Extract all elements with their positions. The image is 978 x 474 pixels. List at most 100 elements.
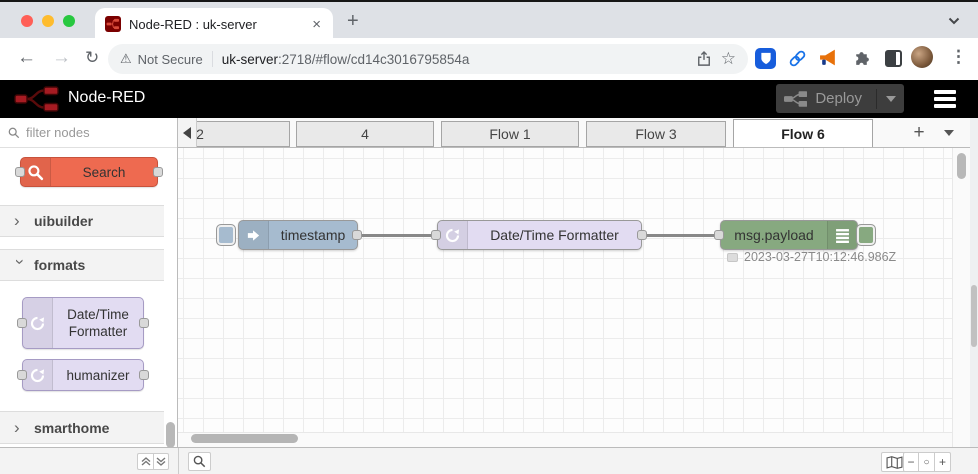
chevron-down-icon: › xyxy=(11,259,30,265)
flow-tab-flow6-active[interactable]: Flow 6 xyxy=(733,119,873,147)
palette-category-formats[interactable]: › formats xyxy=(0,249,164,281)
reload-button[interactable]: ↻ xyxy=(85,48,100,67)
node-input-port[interactable] xyxy=(714,230,724,240)
app-title: Node-RED xyxy=(68,89,146,106)
flow-tab-flow1[interactable]: Flow 1 xyxy=(441,121,579,147)
search-flows-button[interactable] xyxy=(188,452,211,471)
close-tab-icon[interactable]: × xyxy=(312,15,321,33)
flow-tab-bar: 2 4 Flow 1 Flow 3 Flow 6 + xyxy=(178,118,970,148)
deploy-label: Deploy xyxy=(815,90,863,107)
timer-icon xyxy=(23,298,53,348)
flow-tab-label: Flow 1 xyxy=(489,126,531,142)
deploy-icon xyxy=(784,90,808,107)
canvas-hscrollbar-track[interactable] xyxy=(178,432,952,447)
zoom-out-button[interactable]: − xyxy=(903,452,919,472)
flow-tab-label: 4 xyxy=(361,126,369,142)
node-output-port[interactable] xyxy=(139,370,149,380)
node-output-port[interactable] xyxy=(637,230,647,240)
zoom-reset-button[interactable]: ○ xyxy=(919,452,935,472)
address-bar[interactable]: ⚠ Not Secure uk-server:2718/#flow/cd14c3… xyxy=(108,44,748,74)
node-debug-msg-payload[interactable]: msg.payload xyxy=(720,220,858,250)
bookmark-star-button[interactable]: ☆ xyxy=(720,49,736,68)
browser-scrollbar-thumb[interactable] xyxy=(971,285,977,347)
palette-node-datetime-formatter[interactable]: Date/Time Formatter xyxy=(22,297,144,349)
palette-category-smarthome[interactable]: › smarthome xyxy=(0,411,164,444)
tab-scroll-left-button[interactable] xyxy=(178,118,197,147)
back-button[interactable]: ← xyxy=(17,47,36,68)
forward-button[interactable]: → xyxy=(52,47,71,68)
node-inject-timestamp[interactable]: timestamp xyxy=(238,220,358,250)
flow-list-caret-icon[interactable] xyxy=(944,130,954,136)
palette-node-humanizer[interactable]: humanizer xyxy=(22,359,144,391)
node-output-port[interactable] xyxy=(153,167,163,177)
palette-node-label: humanizer xyxy=(66,367,130,383)
browser-scrollbar-track[interactable] xyxy=(970,118,978,447)
node-input-port[interactable] xyxy=(15,167,25,177)
palette-scrollbar-thumb[interactable] xyxy=(166,422,175,447)
add-flow-button[interactable]: + xyxy=(913,122,925,143)
flow-tab-label: 2 xyxy=(196,126,204,142)
browser-titlebar: Node-RED : uk-server × + xyxy=(0,0,978,40)
canvas-hscrollbar-thumb[interactable] xyxy=(191,434,298,443)
palette-filter-input[interactable] xyxy=(26,125,156,140)
new-tab-button[interactable]: + xyxy=(347,10,359,32)
node-datetime-formatter[interactable]: Date/Time Formatter xyxy=(437,220,642,250)
node-input-port[interactable] xyxy=(17,318,27,328)
flow-tab-4[interactable]: 4 xyxy=(296,121,434,147)
flow-canvas[interactable]: timestamp Date/Time Formatter msg.payloa… xyxy=(178,148,970,447)
browser-tab[interactable]: Node-RED : uk-server × xyxy=(95,8,333,40)
category-label: formats xyxy=(34,257,86,273)
chrome-menu-button[interactable]: ⋮ xyxy=(950,47,967,66)
deploy-button[interactable]: Deploy xyxy=(776,84,904,113)
inject-trigger-button[interactable] xyxy=(216,224,236,246)
expand-all-categories-button[interactable] xyxy=(153,453,169,470)
node-output-port[interactable] xyxy=(139,318,149,328)
close-window-button[interactable] xyxy=(21,15,33,27)
node-output-port[interactable] xyxy=(352,230,362,240)
link-extension-icon[interactable] xyxy=(788,49,807,68)
collapse-all-categories-button[interactable] xyxy=(137,453,153,470)
deploy-options-caret-icon[interactable] xyxy=(886,95,896,102)
url-host: uk-server xyxy=(221,51,278,67)
navigator-toggle-button[interactable] xyxy=(881,452,908,472)
profile-avatar[interactable] xyxy=(911,46,933,68)
zoom-in-button[interactable]: + xyxy=(935,452,951,472)
debug-toggle-button[interactable] xyxy=(856,224,876,246)
canvas-vscrollbar-track[interactable] xyxy=(952,148,970,447)
minimize-window-button[interactable] xyxy=(42,15,54,27)
wire-formatter-to-debug[interactable] xyxy=(645,234,721,237)
timer-icon xyxy=(23,360,53,390)
omnibox-divider xyxy=(211,51,213,67)
inject-arrow-icon xyxy=(239,221,269,249)
canvas-vscrollbar-thumb[interactable] xyxy=(957,153,966,179)
search-icon xyxy=(193,455,206,468)
palette-node-label: Date/Time Formatter xyxy=(67,307,129,339)
flow-tab-flow3[interactable]: Flow 3 xyxy=(586,121,726,147)
url-text[interactable]: uk-server:2718/#flow/cd14c3016795854a xyxy=(222,52,687,67)
node-status-dot xyxy=(727,253,738,262)
node-input-port[interactable] xyxy=(431,230,441,240)
flow-tab-label: Flow 6 xyxy=(781,126,825,142)
extensions-puzzle-icon[interactable] xyxy=(852,49,871,68)
shield-icon xyxy=(760,52,771,65)
security-label[interactable]: Not Secure xyxy=(137,51,203,67)
palette-node-search[interactable]: Search xyxy=(20,157,158,187)
debug-list-icon xyxy=(827,221,857,249)
wire-inject-to-formatter[interactable] xyxy=(360,234,438,237)
tab-search-chevron-icon[interactable] xyxy=(948,17,960,25)
double-chevron-down-icon xyxy=(156,457,166,466)
node-red-logo xyxy=(14,86,59,112)
palette-category-uibuilder[interactable]: › uibuilder xyxy=(0,205,164,237)
node-red-favicon xyxy=(105,16,121,32)
flow-tab-label: Flow 3 xyxy=(635,126,677,142)
side-panel-icon[interactable] xyxy=(885,50,902,67)
node-input-port[interactable] xyxy=(17,370,27,380)
triangle-left-icon xyxy=(183,126,191,139)
megaphone-extension-icon[interactable] xyxy=(819,49,838,66)
main-menu-button[interactable] xyxy=(934,90,956,111)
bitwarden-extension-button[interactable] xyxy=(755,48,776,69)
share-button[interactable] xyxy=(697,51,711,67)
zoom-window-button[interactable] xyxy=(63,15,75,27)
browser-tab-title: Node-RED : uk-server xyxy=(129,16,257,32)
